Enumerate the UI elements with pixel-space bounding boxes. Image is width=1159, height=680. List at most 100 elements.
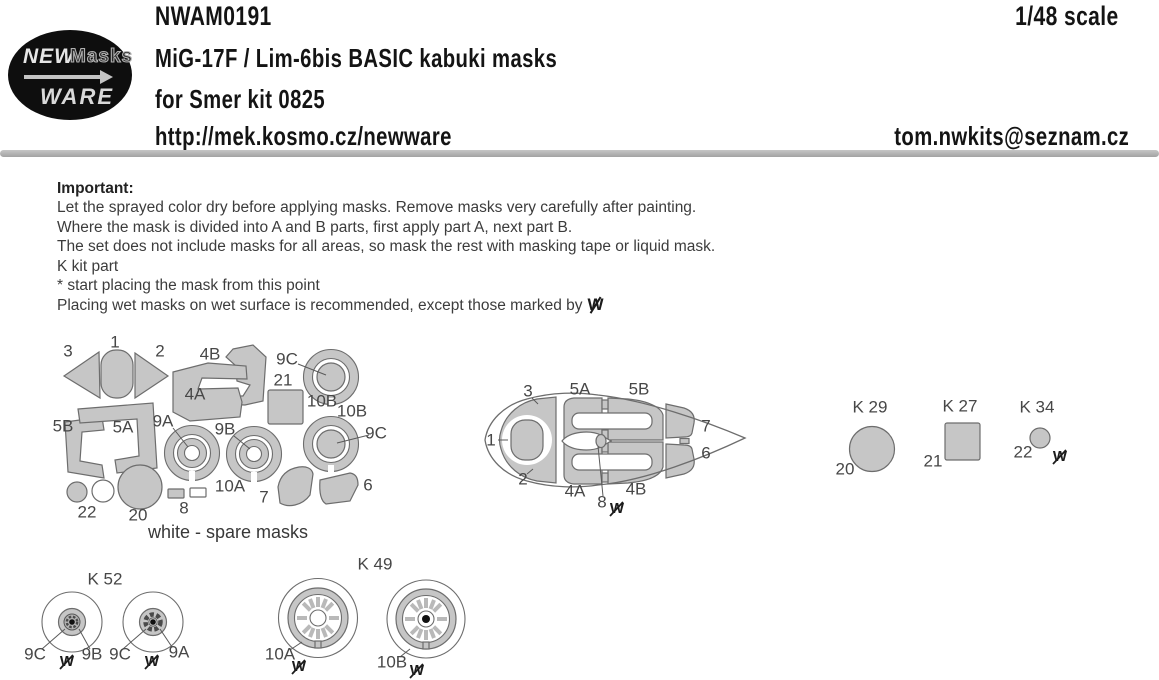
spare-masks-caption: white - spare masks bbox=[147, 522, 308, 542]
k52-left-wheel bbox=[41, 591, 103, 653]
part-label: 9C bbox=[24, 644, 46, 663]
wet-mark-icon: W bbox=[291, 658, 307, 675]
newware-logo: NEW Masks WARE bbox=[8, 30, 134, 120]
part-label: 22 bbox=[78, 502, 97, 521]
spare-mask-22 bbox=[91, 479, 115, 503]
header-divider bbox=[0, 150, 1159, 157]
part-label: 6 bbox=[363, 475, 372, 494]
note-line-text: Placing wet masks on wet surface is reco… bbox=[57, 297, 583, 315]
contact-email: tom.nwkits@seznam.cz bbox=[894, 121, 1129, 151]
part-label: 20 bbox=[129, 505, 148, 524]
mask-shape-3 bbox=[62, 350, 101, 400]
part-label: 4A bbox=[185, 384, 206, 403]
canopy-label: 4B bbox=[626, 479, 647, 498]
mask-shape-20 bbox=[117, 464, 163, 510]
website-url: http://mek.kosmo.cz/newware bbox=[155, 121, 452, 151]
kit-parts-diagram: K 29 20 K 27 21 K 34 22 W bbox=[836, 396, 1068, 478]
part-label: 10A bbox=[215, 476, 246, 495]
part-label: 9B bbox=[82, 644, 103, 663]
canopy-panel-1 bbox=[510, 419, 544, 461]
canopy-label: 3 bbox=[523, 381, 532, 400]
mask-shape-2 bbox=[134, 351, 170, 400]
mask-shape-8 bbox=[167, 488, 185, 499]
part-label: 10B bbox=[377, 652, 407, 671]
wet-mark-icon: W bbox=[144, 653, 160, 670]
canopy-label: 5B bbox=[629, 379, 650, 398]
part-label: 3 bbox=[63, 341, 72, 360]
note-line: * start placing the mask from this point bbox=[57, 277, 320, 295]
canopy-label: 6 bbox=[701, 443, 710, 462]
mask-shape-22 bbox=[66, 481, 88, 503]
canopy-panel-7 bbox=[665, 403, 695, 439]
wet-mark-icon: W bbox=[409, 662, 425, 679]
kit-part-name: K 52 bbox=[88, 569, 123, 588]
kit-part-name: K 34 bbox=[1020, 397, 1055, 416]
important-notes: Important: Let the sprayed color dry bef… bbox=[57, 179, 715, 316]
mask-shape-21 bbox=[267, 389, 304, 425]
mask-shape-k34 bbox=[1029, 427, 1051, 449]
canopy-label: 7 bbox=[701, 416, 710, 435]
part-label: 9B bbox=[215, 419, 236, 438]
part-label: 10A bbox=[265, 644, 296, 663]
wet-mark-icon: W bbox=[59, 653, 75, 670]
k49-wheels-diagram: K 49 bbox=[265, 554, 466, 679]
canopy-label: 8 bbox=[597, 492, 606, 511]
kit-part-name: K 29 bbox=[853, 397, 888, 416]
part-label: 9C bbox=[365, 423, 387, 442]
part-label: 10B bbox=[337, 401, 367, 420]
product-title: MiG-17F / Lim-6bis BASIC kabuki masks bbox=[155, 43, 558, 73]
k49-left-wheel bbox=[277, 577, 359, 659]
part-label: 21 bbox=[274, 370, 293, 389]
canopy-diagram: 3 5A 5B 1 7 6 2 4A 4B 8 W bbox=[484, 379, 747, 517]
canopy-label: 4A bbox=[565, 481, 586, 500]
part-label: 9A bbox=[169, 642, 190, 661]
note-line: The set does not include masks for all a… bbox=[57, 238, 716, 256]
note-line: Placing wet masks on wet surface is reco… bbox=[57, 295, 715, 315]
k52-wheels-diagram: K 52 9C W 9B 9C W bbox=[24, 569, 190, 670]
canopy-label: 5A bbox=[570, 379, 591, 398]
product-code: NWAM0191 bbox=[155, 1, 272, 31]
mask-shape-6 bbox=[319, 472, 359, 505]
kit-subtitle: for Smer kit 0825 bbox=[155, 84, 326, 114]
note-line: K kit part bbox=[57, 257, 119, 275]
canopy-mask-8 bbox=[595, 433, 607, 449]
logo-arrow-icon bbox=[24, 70, 113, 84]
mask-rings-10b-9c-bottom bbox=[302, 415, 360, 475]
part-label: 5A bbox=[113, 417, 134, 436]
canopy-slot-top bbox=[571, 412, 653, 430]
part-label: 1 bbox=[110, 332, 119, 351]
part-label: 5B bbox=[53, 416, 74, 435]
kit-part-name: K 27 bbox=[943, 396, 978, 415]
mask-shape-k27 bbox=[944, 422, 981, 461]
canopy-label: 2 bbox=[518, 469, 527, 488]
note-line: Let the sprayed color dry before applyin… bbox=[57, 199, 697, 217]
part-label: 9C bbox=[276, 349, 298, 368]
mask-shape-4a bbox=[172, 362, 248, 422]
logo-masks-text: Masks bbox=[69, 45, 134, 67]
canopy-outline bbox=[484, 392, 747, 488]
part-label: 9A bbox=[153, 411, 174, 430]
mask-shape-5a bbox=[77, 402, 158, 474]
wet-mark-icon: W bbox=[609, 500, 625, 517]
k49-right-wheel bbox=[386, 579, 466, 659]
part-label: 8 bbox=[179, 498, 188, 517]
logo-ware-text: WARE bbox=[40, 84, 114, 109]
wet-mark-icon: W bbox=[1052, 448, 1068, 465]
mask-shape-1 bbox=[100, 349, 134, 399]
mask-shape-k29 bbox=[848, 425, 896, 473]
note-line: Where the mask is divided into A and B p… bbox=[57, 218, 573, 236]
kit-part-name: K 49 bbox=[358, 554, 393, 573]
canopy-label: 1 bbox=[486, 430, 495, 449]
wet-mark-icon: W bbox=[587, 295, 604, 315]
important-heading: Important: bbox=[57, 180, 134, 197]
canopy-panel-6 bbox=[665, 443, 695, 479]
mask-rings-9a bbox=[163, 424, 221, 483]
mask-parts-diagram: 3 1 2 4B 4A 9C 21 10B 10B 9C 5B 5A 9A 9B… bbox=[53, 332, 387, 542]
mask-rings-9b bbox=[225, 425, 283, 484]
mask-shape-7 bbox=[277, 466, 314, 507]
canopy-slot-bottom bbox=[571, 453, 653, 471]
part-label: 22 bbox=[1014, 442, 1033, 461]
part-label: 21 bbox=[924, 451, 943, 470]
part-label: 10B bbox=[307, 391, 337, 410]
